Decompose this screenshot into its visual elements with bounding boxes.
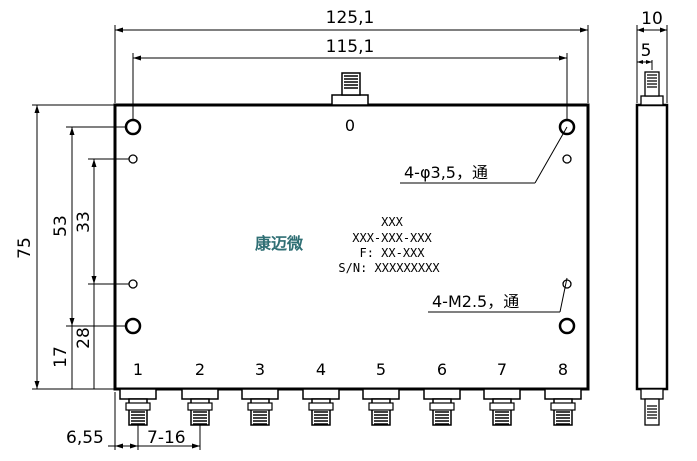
output-connector <box>362 388 400 426</box>
output-connector <box>483 388 521 426</box>
output-connector <box>181 388 219 426</box>
output-port-label: 7 <box>497 360 507 379</box>
output-port-label: 5 <box>376 360 386 379</box>
input-port-label: 0 <box>345 116 355 135</box>
output-port-label: 3 <box>255 360 265 379</box>
tapped-hole-callout: 4-M2.5，通 <box>428 277 568 313</box>
through-hole-callout-text: 4-φ3,5，通 <box>404 163 488 182</box>
height-53-text: 53 <box>51 215 71 237</box>
port-offset-text: 6,55 <box>66 428 104 448</box>
height-28-text: 28 <box>74 327 94 349</box>
dimension-side-offset: 5 <box>637 41 653 70</box>
side-offset-text: 5 <box>641 41 652 61</box>
dimension-overall-width: 125,1 <box>114 8 589 103</box>
overall-width-text: 125,1 <box>326 8 375 28</box>
dimension-53: 53 17 <box>51 126 133 389</box>
through-hole-callout: 4-φ3,5，通 <box>400 126 568 184</box>
port-pitch-text: 7-16 <box>147 428 186 448</box>
output-port-label: 1 <box>133 360 143 379</box>
through-holes <box>124 118 576 335</box>
nameplate-line1: XXX <box>381 215 403 229</box>
nameplate: 康迈微 XXX XXX-XXX-XXX F: XX-XXX S/N: XXXXX… <box>255 215 440 275</box>
output-connector <box>119 388 157 426</box>
nameplate-line3: F: XX-XXX <box>359 246 425 260</box>
dimension-33: 33 28 <box>74 158 133 389</box>
dimension-port-offset: 6,55 <box>66 392 200 450</box>
tapped-hole-callout-text: 4-M2.5，通 <box>432 292 519 311</box>
divider-body <box>113 103 590 391</box>
dimension-side-depth: 10 <box>636 9 668 103</box>
tapped-holes <box>128 154 572 289</box>
nameplate-line4: S/N: XXXXXXXXX <box>338 261 440 275</box>
output-connector <box>302 388 340 426</box>
input-connector <box>331 72 369 106</box>
output-port-label: 8 <box>558 360 568 379</box>
height-33-text: 33 <box>74 211 94 233</box>
side-depth-text: 10 <box>641 9 663 29</box>
nameplate-line2: XXX-XXX-XXX <box>352 231 432 245</box>
height-17-text: 17 <box>51 346 71 368</box>
output-connector <box>544 388 582 426</box>
dimension-port-pitch: 7-16 <box>147 425 201 450</box>
side-view-top-connector <box>640 71 664 106</box>
hole-spacing-text: 115,1 <box>326 37 375 57</box>
output-port-label: 6 <box>437 360 447 379</box>
logo-text: 康迈微 <box>255 234 304 253</box>
side-view-bottom-connector <box>640 388 664 426</box>
output-port-label: 2 <box>195 360 205 379</box>
side-view-body <box>635 103 669 391</box>
overall-height-text: 75 <box>15 237 35 259</box>
output-connector <box>423 388 461 426</box>
output-connector <box>241 388 279 426</box>
output-connectors <box>119 388 582 426</box>
output-port-label: 4 <box>316 360 326 379</box>
output-port-labels: 1 2 3 4 5 6 7 8 <box>133 360 568 379</box>
dimension-overall-height: 75 <box>15 104 115 390</box>
dimension-hole-spacing: 115,1 <box>132 37 568 125</box>
